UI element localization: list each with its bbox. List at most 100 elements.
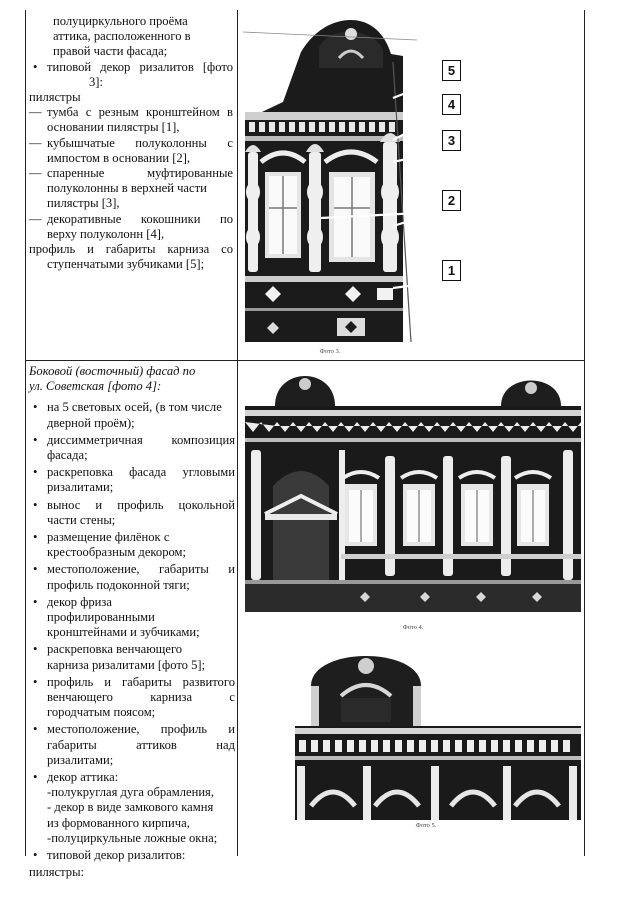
text-line: правой части фасада; [53, 44, 168, 59]
text-line: кронштейнами и зубчиками; [47, 625, 200, 640]
cell1-text: полуциркульного проёма аттика, расположе… [29, 14, 233, 272]
text-line: декоративные кокошники по [47, 211, 233, 226]
text-line: аттика, расположенного в [53, 29, 191, 44]
text-line: венчающего карниза с [47, 690, 235, 705]
text-line: профилированными [47, 610, 155, 625]
facade-heading: Боковой (восточный) фасад по [29, 364, 196, 378]
bullet-mark: • [33, 432, 38, 447]
label-5: 5 [442, 60, 461, 81]
label-4: 4 [442, 94, 461, 115]
photo-5-image [271, 636, 581, 820]
text-line: -полуциркульные ложные окна; [47, 830, 218, 845]
text-line: импостом в основании [2], [47, 150, 191, 165]
table-row-divider [25, 360, 585, 361]
text-line: профиль подоконной тяги; [47, 577, 190, 592]
text-line: городчатым поясом; [47, 705, 156, 720]
text-line: полуциркульного проёма [53, 14, 188, 28]
dash-mark: — [29, 211, 42, 226]
bullet-mark: • [33, 530, 38, 545]
text-line: тумба с резным кронштейном в [47, 105, 233, 120]
bullet-mark: • [33, 562, 38, 577]
label-3: 3 [442, 130, 461, 151]
text-line: верху полуколонн [4], [47, 226, 165, 241]
text-line: спаренные муфтированные [47, 166, 233, 181]
label-1: 1 [442, 260, 461, 281]
text-line: местоположение, профиль и [47, 722, 235, 737]
table-border-left [25, 10, 26, 856]
bullet-mark: • [33, 722, 38, 737]
text-line: типовой декор ризалитов: [47, 848, 186, 863]
text-line: -полукруглая дуга обрамления, [47, 785, 214, 800]
photo-4-image [245, 366, 613, 622]
table-border-right [584, 10, 585, 856]
photo-4-caption: Фото 4. [402, 624, 424, 631]
cell2-text: Боковой (восточный) фасад по ул. Советск… [29, 364, 235, 881]
dash-mark: — [29, 166, 42, 181]
text-line: основании пилястры [1], [47, 120, 180, 135]
text-line: пилястры [29, 90, 81, 105]
photo-4: Фото 4. [245, 366, 613, 632]
text-line: вынос и профиль цокольной [47, 497, 235, 512]
text-line: - декор в виде замкового камня [47, 800, 214, 815]
bullet-mark: • [33, 594, 38, 609]
text-line: части стены; [47, 512, 116, 527]
bullet-mark: • [33, 465, 38, 480]
list-item: • декор аттика:-полукруглая дуга обрамлен… [29, 770, 235, 846]
text-line: размещение филёнок с [47, 530, 170, 545]
photo-5: Фото 5. [271, 636, 581, 830]
text-line: раскреповка фасада угловыми [47, 465, 235, 480]
text-line: раскреповка венчающего [47, 642, 183, 657]
text-line: фасада; [47, 448, 88, 463]
facade-heading: ул. Советская [фото 4]: [29, 379, 162, 394]
text-line: пилястры: [29, 865, 85, 880]
list-item: •типовой декор ризалитов: [29, 848, 235, 863]
photo-3: Фото 3. [242, 12, 440, 358]
text-line: на 5 световых осей, (в том числе [47, 400, 222, 415]
text-line: дверной проём); [47, 415, 135, 430]
bullet-mark: • [33, 642, 38, 657]
text-line: ризалитами; [47, 480, 114, 495]
text-line: ступенчатыми зубчиками [5]; [47, 257, 205, 272]
photo-5-caption: Фото 5. [415, 822, 437, 829]
dash-mark: — [29, 105, 42, 120]
list-item-text: декор аттика:-полукруглая дуга обрамлени… [47, 770, 235, 846]
photo-3-image [242, 12, 440, 346]
bullet-mark: • [33, 59, 38, 74]
text-line: диссимметричная композиция [47, 432, 235, 447]
dash-mark: — [29, 135, 42, 150]
text-line: профиль и габариты развитого [47, 674, 235, 689]
table-column-divider [237, 10, 238, 856]
text-line: габариты аттиков над [47, 737, 235, 752]
bullet-mark: • [33, 400, 38, 415]
bullet-mark: • [33, 674, 38, 689]
text-line: из формованного кирпича, [47, 815, 190, 830]
bullet-mark: • [33, 497, 38, 512]
text-line: профиль и габариты карниза со [29, 242, 233, 257]
text-line: полуколонны в верхней части [47, 181, 207, 196]
text-line: декор фриза [47, 594, 112, 609]
list-item-text: типовой декор ризалитов: [47, 848, 235, 863]
bullet-mark: • [33, 770, 38, 785]
text-line: декор аттика: [47, 770, 119, 785]
text-line: типовой декор ризалитов [фото [47, 59, 233, 74]
text-line: ризалитами; [47, 752, 114, 767]
document-page: полуциркульного проёма аттика, расположе… [25, 10, 613, 879]
